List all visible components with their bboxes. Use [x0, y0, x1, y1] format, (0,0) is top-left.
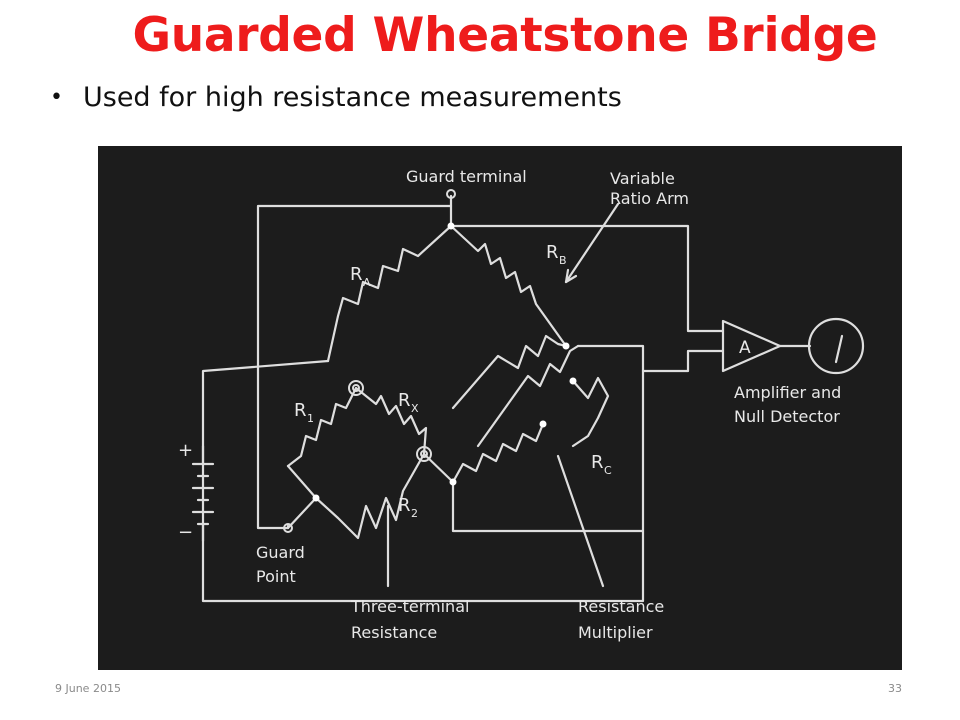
label-guard-point-1: Guard: [256, 543, 305, 562]
multiplier-arrow: [556, 454, 605, 588]
label-amp-2: Null Detector: [734, 407, 840, 426]
frame-wire: [201, 344, 645, 603]
label-rx: R: [398, 390, 411, 411]
label-guard-point-2: Point: [256, 567, 296, 586]
wire-to-amp-top: [449, 224, 725, 333]
resistor-rc-upper: [451, 334, 568, 410]
label-ra: R: [350, 264, 363, 285]
guard-wire: [256, 194, 453, 530]
label-r1: R: [294, 400, 307, 421]
resistor-rc-mid: [476, 344, 580, 448]
null-detector-meter: [807, 317, 865, 375]
resistor-r2: [314, 452, 426, 540]
label-three-term-1: Three-terminal: [350, 597, 469, 616]
footer-date: 9 June 2015: [55, 682, 121, 695]
label-rc: R: [591, 452, 604, 473]
page-number: 33: [888, 682, 902, 695]
bullet-item: • Used for high resistance measurements: [50, 82, 622, 113]
label-r1-sub: 1: [307, 412, 314, 425]
bullet-text: Used for high resistance measurements: [82, 82, 622, 113]
variable-arrow: [564, 202, 620, 284]
label-r2: R: [398, 495, 411, 516]
label-guard-terminal: Guard terminal: [406, 167, 527, 186]
resistor-ra: [326, 224, 453, 363]
resistor-r1: [286, 386, 358, 468]
resistor-rc-lower: [571, 376, 610, 448]
label-amp-1: Amplifier and: [734, 383, 841, 402]
label-amp-symbol: A: [739, 338, 751, 358]
label-battery-plus: +: [178, 440, 193, 461]
circuit-diagram: Guard terminal Variable Ratio Arm R A R …: [98, 146, 902, 670]
resistor-rb: [449, 224, 568, 348]
label-rc-sub: C: [604, 464, 612, 477]
lower-wire: [451, 480, 645, 533]
label-multiplier-2: Multiplier: [578, 623, 653, 642]
diagram-background: [98, 146, 902, 670]
slide-title: Guarded Wheatstone Bridge: [132, 8, 878, 63]
label-rb: R: [546, 242, 559, 263]
label-r2-sub: 2: [411, 507, 418, 520]
resistor-rx: [354, 386, 428, 456]
label-ra-sub: A: [363, 276, 371, 289]
amplifier-triangle: [721, 319, 782, 373]
bullet-icon: •: [50, 85, 63, 110]
label-rx-sub: X: [411, 402, 419, 415]
label-variable-2: Ratio Arm: [610, 189, 689, 208]
label-multiplier-1: Resistance: [578, 597, 664, 616]
label-three-term-2: Resistance: [351, 623, 437, 642]
resistor-rc: [451, 422, 545, 484]
label-battery-minus: −: [178, 522, 193, 543]
wire-to-amp-bottom: [641, 349, 725, 373]
battery-cells: [191, 462, 215, 526]
label-rb-sub: B: [559, 254, 567, 267]
label-variable-1: Variable: [610, 169, 675, 188]
